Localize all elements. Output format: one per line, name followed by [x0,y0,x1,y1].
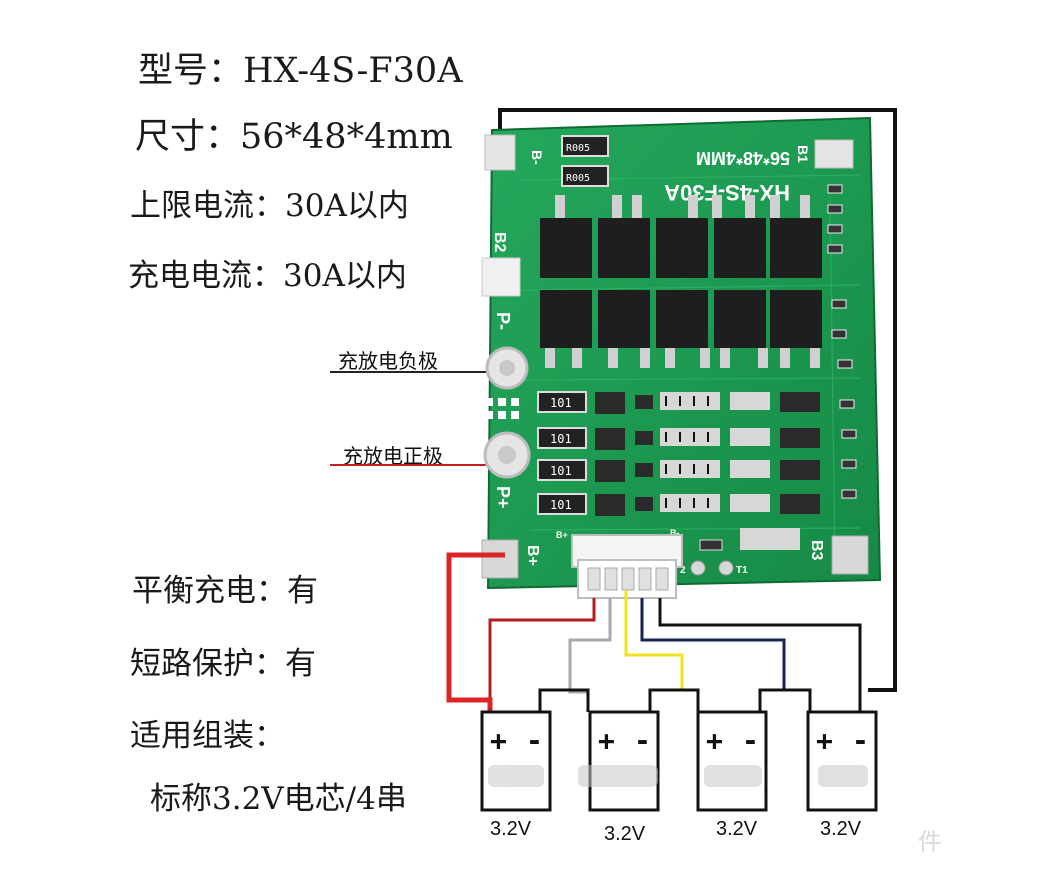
mosfet-row-2 [540,290,822,348]
silk-dims-group: 56*48*4MM [696,148,790,168]
mosfet-row-1 [540,218,822,278]
silk-model: HX-4S-F30A [664,180,790,205]
cell-3-voltage: 3.2V [716,818,758,840]
link-cell2-cell3 [648,688,700,712]
mosfet-row-1-tabs [555,195,810,218]
cell-4-pos: + [816,724,833,757]
spec-charge-current: 充电电流：30A以内 [128,258,407,294]
label-conn-b-plus: B+ [556,530,568,540]
silk-model-group: HX-4S-F30A [664,180,790,205]
cell-1 [480,710,552,812]
cell-2-voltage: 3.2V [604,823,646,845]
resistor-101-rows [537,391,587,515]
label-conn-b-minus: B- [670,528,680,538]
pad-b2 [481,257,521,297]
resistor-101-label-1: 101 [550,396,572,410]
cell-1-pos: + [490,724,507,757]
resistor-101-label-3: 101 [550,464,572,478]
wire-balance-red [488,598,596,712]
link-cell3-cell4 [758,688,812,712]
cell-2-neg: - [634,724,651,757]
pad-b3 [831,535,869,575]
label-b3: B3 [808,540,825,561]
wire-balance-navy [640,598,786,692]
cell-1-voltage: 3.2V [490,818,532,840]
wire-b-plus [446,552,505,712]
cell-4 [806,710,878,812]
spec-max-current: 上限电流：30A以内 [130,188,409,224]
spec-short-protect: 短路保护：有 [130,646,316,682]
cell-4-neg: - [852,724,869,757]
spec-nominal: 标称3.2V电芯/4串 [150,781,407,817]
resistor-r005-top-label: R005 [566,143,590,154]
silk-dims: 56*48*4MM [696,148,790,168]
label-b-plus: B+ [524,545,541,566]
smd-right [827,184,857,499]
blur-smudges [488,765,868,787]
link-cell1-cell2 [538,688,590,712]
resistor-101-label-2: 101 [550,432,572,446]
wire-balance-black [658,598,862,712]
callout-negative: 充放电负极 [338,349,438,373]
cell-2 [588,710,660,812]
spec-model: 型号：HX-4S-F30A [138,51,463,91]
resistor-101-label-4: 101 [550,498,572,512]
spec-applicable: 适用组装： [130,718,285,754]
pad-b1 [814,139,854,169]
mosfet-row-2-tabs [545,348,820,368]
spec-balance: 平衡充电：有 [132,573,318,609]
label-b2: B2 [491,232,508,253]
watermark: 件 [918,828,942,856]
label-t2: 2 [680,565,686,576]
label-p-minus: P- [493,312,513,330]
label-b-minus: B- [529,150,545,165]
wire-b-minus [498,108,897,692]
pcb-board: R005 R005 56*48*4MM HX-4S-F30A B- B1 B2 … [481,116,882,590]
label-b1: B1 [795,145,811,163]
balance-connector [571,534,683,599]
cell-3-neg: - [742,724,759,757]
spec-size: 尺寸：56*48*4mm [135,117,453,157]
pad-b-plus [481,539,519,579]
cell-4-voltage: 3.2V [820,818,862,840]
cell-2-pos: + [598,724,615,757]
resistor-r005-mid-label: R005 [566,173,590,184]
cell-3 [696,710,768,812]
cell-1-neg: - [526,724,543,757]
pad-b-minus [484,134,516,171]
label-t1: T1 [736,565,748,576]
resistor-r005-top [561,135,609,157]
smd-rows [595,392,820,516]
cell-3-pos: + [706,724,723,757]
wire-balance-gray [568,598,612,694]
resistor-r005-mid [561,165,609,187]
label-p-plus: P+ [493,486,513,509]
